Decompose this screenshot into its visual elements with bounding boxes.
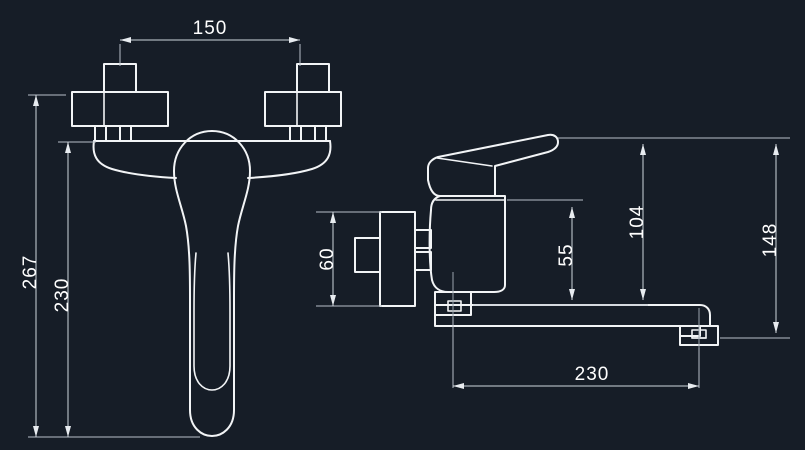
side-aerator-inner (691, 329, 707, 339)
side-connector-lower (414, 251, 432, 271)
left-valve-flange (71, 91, 169, 127)
side-view-dimensions: 60 55 104 148 230 (316, 137, 790, 389)
dim-label-230-front: 230 (52, 278, 73, 313)
side-spout-base-notch (447, 300, 462, 312)
side-wall-plate (379, 211, 416, 307)
right-valve-flange (264, 91, 342, 127)
left-valve-cap (103, 63, 137, 93)
dim-label-104: 104 (627, 205, 648, 240)
side-lever-handle (427, 133, 559, 197)
side-spout-arm (434, 304, 711, 337)
side-lever-inner-line (436, 157, 493, 167)
right-valve-legs (289, 125, 327, 142)
dim-label-150: 150 (193, 18, 228, 39)
dim-label-267: 267 (20, 255, 41, 290)
front-right-wing (247, 140, 332, 179)
left-valve-legs (94, 125, 132, 142)
side-connector-upper (414, 229, 432, 249)
front-view-dimensions: 150 267 230 (20, 18, 301, 438)
dim-label-55: 55 (556, 243, 577, 266)
dim-label-60: 60 (317, 247, 338, 270)
side-mixer-body (428, 195, 506, 293)
side-elevation-view (354, 133, 719, 378)
dim-label-148: 148 (760, 223, 781, 258)
side-spout-aerator (679, 325, 719, 346)
front-body-inner-lobe (193, 252, 231, 391)
right-valve-cap (296, 63, 330, 93)
front-body-and-spout (173, 130, 251, 437)
dim-label-230-side: 230 (575, 364, 610, 385)
front-left-wing (92, 140, 177, 179)
side-wall-plate-boss (354, 237, 381, 273)
front-elevation-view (71, 63, 342, 437)
